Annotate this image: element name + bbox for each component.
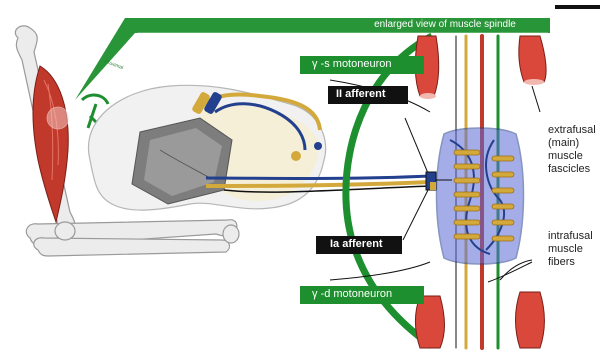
ii-afferent-label: II afferent	[336, 88, 386, 100]
extrafusal-label: extrafusal (main) muscle fascicles	[548, 124, 596, 176]
extrafusal-line-3: muscle	[548, 150, 596, 163]
gamma-d-motoneuron-label: γ -d motoneuron	[312, 288, 392, 300]
intrafusal-line-2: muscle	[548, 243, 593, 256]
intrafusal-line-1: intrafusal	[548, 230, 593, 243]
extrafusal-line-4: fascicles	[548, 163, 596, 176]
gamma-s-motoneuron-label: γ -s motoneuron	[312, 58, 391, 70]
extrafusal-line-2: (main)	[548, 137, 596, 150]
intrafusal-line-3: fibers	[548, 256, 593, 269]
banner-text: enlarged view of muscle spindle	[340, 16, 550, 33]
extrafusal-line-1: extrafusal	[548, 124, 596, 137]
ia-afferent-label: Ia afferent	[330, 238, 383, 250]
intrafusal-label: intrafusal muscle fibers	[548, 230, 593, 269]
top-bar	[555, 5, 600, 9]
afferent-junction-gold	[430, 182, 436, 190]
